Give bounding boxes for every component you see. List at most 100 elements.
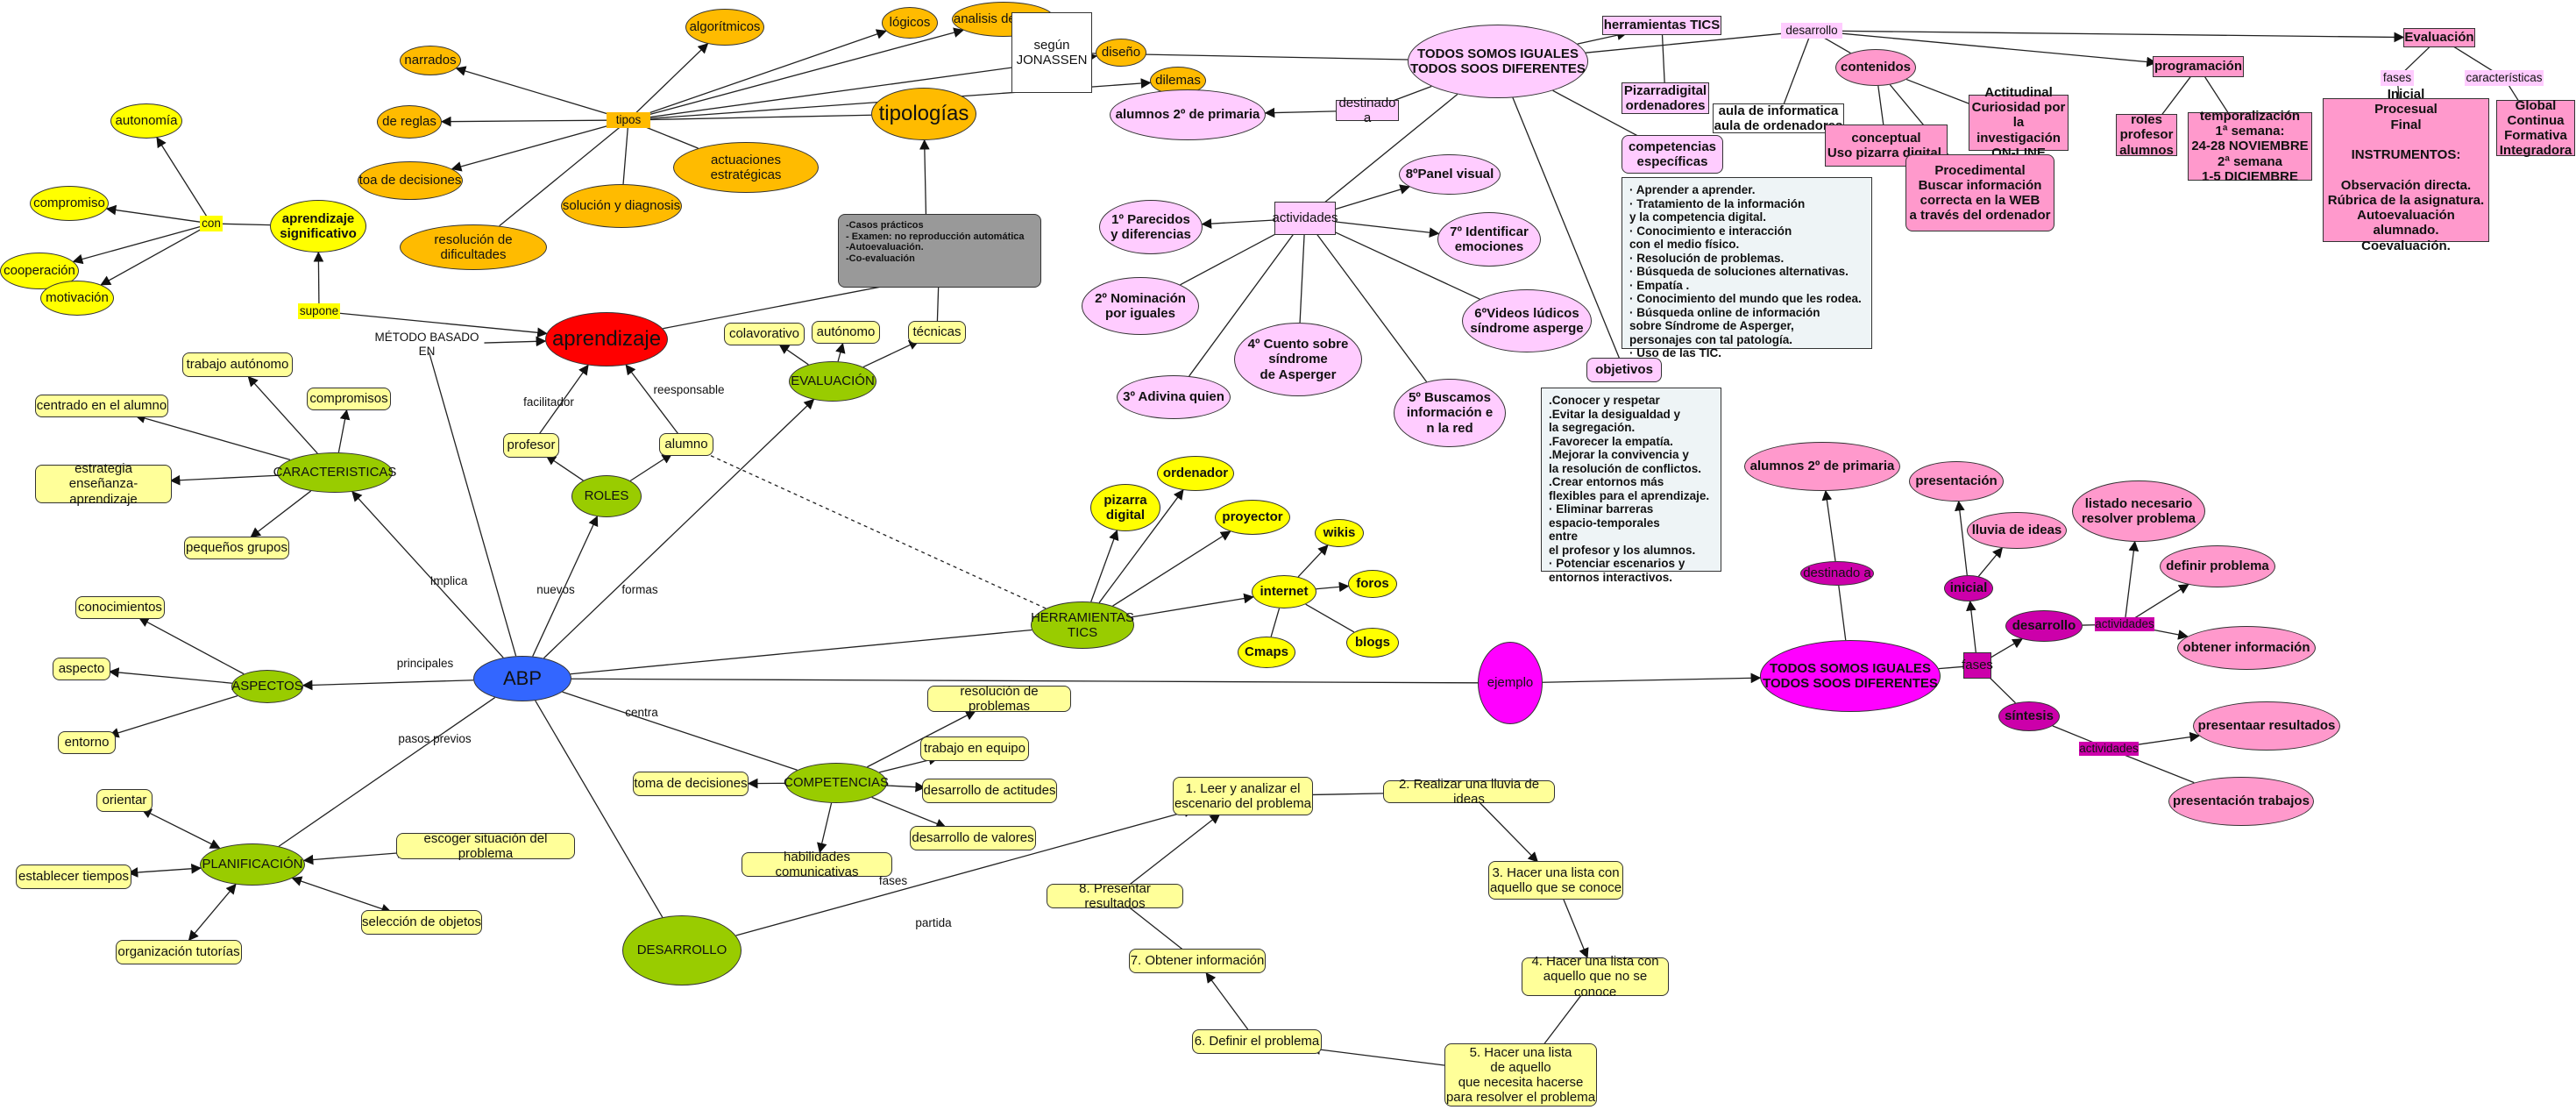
node-pizarra-digital[interactable]: pizarra digital bbox=[1090, 484, 1160, 531]
node-supone[interactable]: supone bbox=[298, 303, 340, 319]
node-aspecto[interactable]: aspecto bbox=[53, 658, 110, 680]
node-desarrollo[interactable]: DESARROLLO bbox=[622, 915, 742, 985]
node-narrados[interactable]: narrados bbox=[400, 46, 461, 75]
node-autonomia[interactable]: autonomía bbox=[110, 103, 182, 139]
node-conocimientos[interactable]: conocimientos bbox=[75, 596, 165, 619]
node-listado[interactable]: listado necesario resolver problema bbox=[2072, 480, 2205, 542]
node-toma-decisiones[interactable]: toma de decisiones bbox=[633, 772, 749, 796]
node-global-box[interactable]: Global Continua Formativa Integradora bbox=[2496, 98, 2575, 158]
node-presentaar[interactable]: presentaar resultados bbox=[2193, 701, 2340, 751]
node-toa-decisiones[interactable]: toa de decisiones bbox=[358, 161, 463, 200]
node-autonomo[interactable]: autónomo bbox=[812, 321, 880, 344]
node-objetivos-box[interactable]: .Conocer y respetar .Evitar la desiguald… bbox=[1541, 388, 1721, 584]
node-blogs[interactable]: blogs bbox=[1346, 628, 1399, 658]
node-desarrollo-label[interactable]: desarrollo bbox=[1781, 23, 1842, 39]
node-actividades-bottom2[interactable]: actividades bbox=[2079, 742, 2139, 756]
node-paso2[interactable]: 2. Realizar una lluvia de ideas bbox=[1383, 777, 1555, 807]
node-paso5[interactable]: 5. Hacer una lista de aquello que necesi… bbox=[1444, 1043, 1597, 1106]
node-herramientas[interactable]: HERRAMIENTAS TICS bbox=[1031, 601, 1134, 649]
node-paso7[interactable]: 7. Obtener información bbox=[1129, 949, 1266, 973]
node-herramientas-tics[interactable]: herramientas TICS bbox=[1602, 16, 1721, 35]
node-profesor[interactable]: profesor bbox=[503, 433, 559, 458]
node-aprendizaje[interactable]: aprendizaje bbox=[545, 312, 668, 366]
node-todos-iguales[interactable]: TODOS SOMOS IGUALES TODOS SOOS DIFERENTE… bbox=[1408, 25, 1588, 98]
node-pizarradigital-ordenadores[interactable]: Pizarradigital ordenadores bbox=[1622, 82, 1709, 114]
node-segun-jonassen[interactable]: según JONASSEN bbox=[1011, 12, 1092, 93]
node-presentacion[interactable]: presentación bbox=[1909, 461, 2004, 502]
node-desarrollo-actitudes[interactable]: desarrollo de actitudes bbox=[922, 779, 1057, 803]
node-centrado-alumno[interactable]: centrado en el alumno bbox=[35, 395, 168, 417]
node-resolucion-problemas[interactable]: resolución de problemas bbox=[927, 684, 1071, 714]
node-pequenos-grupos[interactable]: pequeños grupos bbox=[184, 537, 289, 559]
node-inicial[interactable]: inicial bbox=[1944, 575, 1993, 601]
node-trabajo-equipo[interactable]: trabajo en equipo bbox=[920, 736, 1029, 761]
node-competencias-especificas[interactable]: competencias específicas bbox=[1622, 135, 1723, 174]
node-facilitador[interactable]: facilitador bbox=[523, 395, 574, 409]
node-actividades-bottom[interactable]: actividades bbox=[2095, 617, 2154, 631]
node-temporalizacion[interactable]: temporalización 1ª semana: 24-28 NOVIEMB… bbox=[2188, 109, 2312, 184]
node-desarrollo-bottom[interactable]: desarrollo bbox=[2005, 610, 2083, 642]
node-tecnicas-box[interactable]: -Casos prácticos - Examen: no reproducci… bbox=[838, 214, 1041, 288]
node-fases-right[interactable]: fases bbox=[2381, 70, 2414, 86]
node-cmaps[interactable]: Cmaps bbox=[1238, 637, 1295, 668]
node-implica[interactable]: Implica bbox=[429, 574, 468, 588]
node-wikis[interactable]: wikis bbox=[1315, 519, 1364, 547]
node-actividades[interactable]: actividades bbox=[1272, 202, 1338, 235]
node-pasos-previos[interactable]: pasos previos bbox=[398, 732, 472, 746]
node-lluvia-ideas[interactable]: lluvia de ideas bbox=[1967, 512, 2067, 549]
node-ejemplo[interactable]: ejemplo bbox=[1478, 642, 1543, 724]
node-algoritmicos[interactable]: algorítmicos bbox=[685, 9, 764, 46]
node-resolucion-dificultades[interactable]: resolución de dificultades bbox=[400, 224, 547, 270]
node-aula-informatica[interactable]: aula de informatica aula de ordenadores bbox=[1713, 103, 1844, 133]
node-destinado-bottom[interactable]: destinado a bbox=[1800, 561, 1874, 586]
node-entorno[interactable]: entorno bbox=[58, 731, 116, 754]
node-abp[interactable]: ABP bbox=[473, 656, 571, 701]
node-estrategia[interactable]: estrategia enseñanza-aprendizaje bbox=[35, 461, 172, 507]
node-escoger-situacion[interactable]: escoger situación del problema bbox=[396, 831, 575, 861]
node-destinado-a[interactable]: destinado a bbox=[1336, 96, 1399, 125]
node-presentacion-trabajos[interactable]: presentación trabajos bbox=[2168, 777, 2314, 826]
node-diseno[interactable]: diseño bbox=[1096, 39, 1146, 67]
node-alumnos-bottom[interactable]: alumnos 2º de primaria bbox=[1744, 442, 1900, 491]
node-todos-iguales-bottom[interactable]: TODOS SOMOS IGUALES TODOS SOOS DIFERENTE… bbox=[1760, 640, 1941, 712]
node-orientar[interactable]: orientar bbox=[96, 789, 153, 812]
node-evaluacion[interactable]: EVALUACIÓN bbox=[789, 361, 876, 402]
node-paso8[interactable]: 8. Presentar resultados bbox=[1047, 881, 1183, 911]
node-actitudinal[interactable]: Actitudinal Curiosidad por la investigac… bbox=[1969, 85, 2069, 160]
node-principales[interactable]: principales bbox=[396, 657, 454, 671]
node-organizacion-tutorias[interactable]: organización tutorías bbox=[116, 940, 242, 964]
node-paso6[interactable]: 6. Definir el problema bbox=[1192, 1029, 1322, 1054]
node-de-reglas[interactable]: de reglas bbox=[377, 105, 442, 139]
node-act-1[interactable]: 1º Parecidos y diferencias bbox=[1099, 200, 1203, 254]
node-paso1[interactable]: 1. Leer y analizar el escenario del prob… bbox=[1173, 777, 1313, 815]
node-obtener[interactable]: obtener información bbox=[2177, 626, 2316, 670]
node-colavorativo[interactable]: colavorativo bbox=[724, 323, 805, 345]
node-competencias[interactable]: COMPETENCIAS bbox=[784, 763, 889, 803]
node-act-2[interactable]: 2º Nominación por iguales bbox=[1082, 277, 1199, 335]
node-foros[interactable]: foros bbox=[1348, 570, 1397, 598]
node-sintesis[interactable]: síntesis bbox=[1998, 701, 2060, 731]
node-proyector[interactable]: proyector bbox=[1215, 500, 1290, 535]
node-roles-prof[interactable]: roles profesor alumnos bbox=[2116, 112, 2177, 158]
node-planificacion[interactable]: PLANIFICACIÓN bbox=[200, 843, 305, 886]
node-logicos[interactable]: lógicos bbox=[882, 7, 938, 39]
node-solucion-diagnosis[interactable]: solución y diagnosis bbox=[561, 184, 682, 228]
node-paso3[interactable]: 3. Hacer una lista con aquello que se co… bbox=[1488, 861, 1623, 900]
node-con[interactable]: con bbox=[200, 216, 223, 231]
node-fases-bottom[interactable]: fases bbox=[1962, 652, 1993, 679]
node-contenidos[interactable]: contenidos bbox=[1835, 49, 1916, 86]
node-programacion[interactable]: programación bbox=[2153, 56, 2244, 77]
node-alumno[interactable]: alumno bbox=[659, 433, 713, 456]
node-act-6[interactable]: 6ºVideos lúdicos síndrome asperge bbox=[1462, 289, 1592, 352]
node-metodo-basado[interactable]: MÉTODO BASADO EN bbox=[374, 331, 479, 358]
node-competencias-box[interactable]: · Aprender a aprender. · Tratamiento de … bbox=[1622, 177, 1872, 359]
node-habilidades[interactable]: habilidades comunicativas bbox=[742, 850, 892, 879]
node-tipologias[interactable]: tipologías bbox=[871, 88, 976, 140]
node-conceptual[interactable]: conceptual Uso pizarra digital. bbox=[1825, 125, 1948, 167]
node-compromisos[interactable]: compromisos bbox=[307, 388, 391, 410]
node-fases[interactable]: fases bbox=[878, 874, 908, 888]
node-aspectos[interactable]: ASPECTOS bbox=[231, 670, 303, 703]
node-caracteristicas[interactable]: CARACTERISTICAS bbox=[273, 452, 396, 493]
node-definir[interactable]: definir problema bbox=[2160, 545, 2275, 587]
node-act-8[interactable]: 8ºPanel visual bbox=[1399, 154, 1501, 195]
